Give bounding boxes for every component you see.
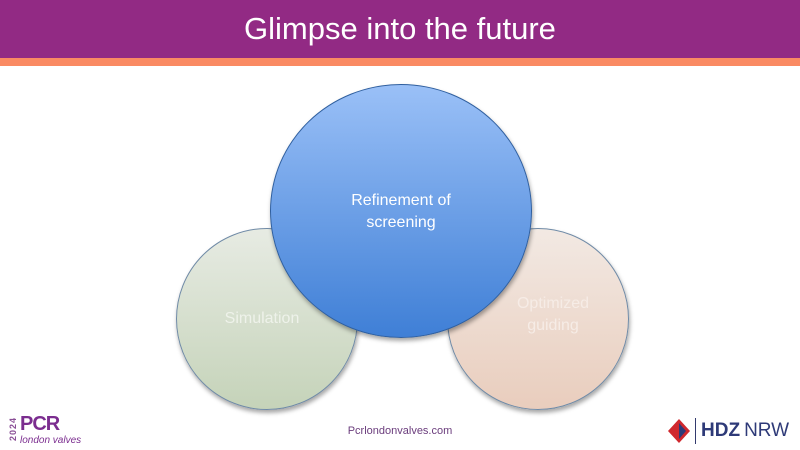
nrw-text: NRW bbox=[744, 420, 790, 441]
circle-label: Optimized guiding bbox=[516, 295, 590, 334]
hdz-text: HDZ bbox=[701, 420, 741, 441]
pcr-subtitle: london valves bbox=[20, 435, 82, 446]
pcr-wordmark: PCR bbox=[20, 413, 60, 435]
hdz-diamond-icon bbox=[668, 419, 690, 443]
header-stripe bbox=[0, 58, 800, 66]
circle-refinement-of-screening: Refinement of screening bbox=[270, 84, 532, 338]
logo-divider bbox=[695, 418, 696, 444]
hdz-logo: HDZ NRW bbox=[668, 418, 789, 444]
slide-title: Glimpse into the future bbox=[0, 0, 800, 58]
circle-label: Refinement of screening bbox=[351, 192, 451, 231]
footer-url: Pcrlondonvalves.com bbox=[347, 425, 453, 437]
circle-label: Simulation bbox=[224, 310, 300, 327]
